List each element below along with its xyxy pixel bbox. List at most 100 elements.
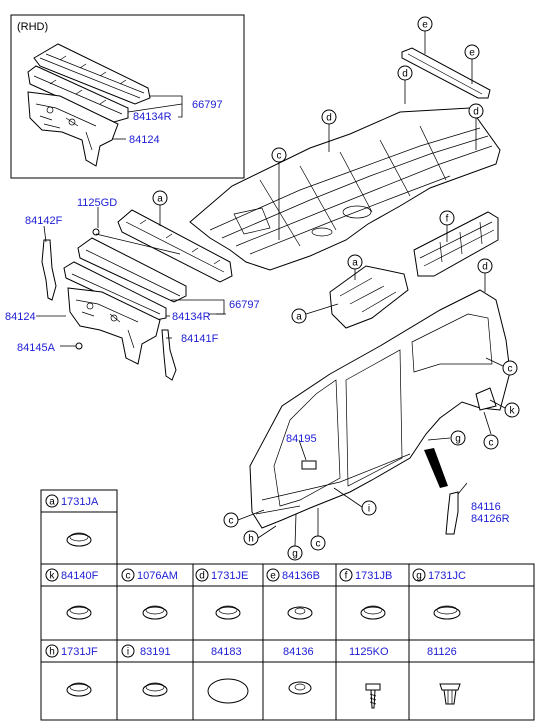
svg-text:i: i <box>368 504 370 515</box>
svg-text:1731JA: 1731JA <box>61 496 99 508</box>
svg-text:f: f <box>345 571 348 582</box>
svg-text:c: c <box>277 151 282 162</box>
callout-d-1: d <box>321 109 337 125</box>
plug-1731ja-icon <box>66 532 92 547</box>
svg-text:1076AM: 1076AM <box>137 570 178 582</box>
cowl-upper-panel <box>117 209 233 283</box>
svg-text:a: a <box>49 497 55 508</box>
legend-item-1731jf: h 1731JF <box>45 644 98 658</box>
svg-text:1731JE: 1731JE <box>211 570 248 582</box>
label-84145a: 84145A <box>17 342 56 354</box>
callout-c-2: c <box>502 360 518 376</box>
pillar-trim-84116 <box>445 491 459 535</box>
rhd-cowl-lower-panel <box>27 65 129 123</box>
svg-text:d: d <box>326 113 332 124</box>
dash-panel <box>67 287 161 365</box>
svg-text:i: i <box>127 647 129 658</box>
label-84195: 84195 <box>286 433 317 445</box>
svg-text:c: c <box>316 539 321 550</box>
label-84126r: 84126R <box>471 513 510 525</box>
callout-d-2: d <box>397 65 413 81</box>
rhd-dash-panel <box>27 91 119 167</box>
callout-c-4: c <box>223 512 239 528</box>
legend-item-1731je: d 1731JE <box>195 568 248 582</box>
svg-text:d: d <box>199 571 205 582</box>
svg-text:1731JF: 1731JF <box>61 646 98 658</box>
roof-rail-bracket <box>401 47 491 99</box>
rhd-label-66797: 66797 <box>192 99 223 111</box>
grommet-84136-icon <box>288 681 312 695</box>
label-66797: 66797 <box>229 299 260 311</box>
rhd-label-84124: 84124 <box>129 134 160 146</box>
legend-item-84136b: e 84136B <box>266 568 320 582</box>
pad-84183-icon <box>207 678 249 704</box>
pad-84195 <box>301 460 317 470</box>
label-84134r: 84134R <box>172 311 211 323</box>
svg-text:g: g <box>292 549 298 560</box>
svg-text:c: c <box>508 364 513 375</box>
fuel-door <box>475 387 497 411</box>
svg-text:d: d <box>473 107 479 118</box>
label-84141f: 84141F <box>181 333 219 345</box>
label-84124: 84124 <box>5 311 36 323</box>
svg-text:d: d <box>402 69 408 80</box>
svg-text:1731JB: 1731JB <box>355 570 392 582</box>
plug-1731je-icon <box>215 605 241 620</box>
svg-text:k: k <box>50 571 56 582</box>
side-bracket-left <box>41 239 57 301</box>
callout-h-1: h <box>243 530 259 546</box>
label-1125gd: 1125GD <box>77 197 117 209</box>
legend-item-1125ko: 1125KO <box>349 646 389 658</box>
svg-text:c: c <box>126 571 131 582</box>
floor-panel <box>189 107 501 271</box>
svg-text:e: e <box>422 20 428 31</box>
plug-1731jc-icon <box>433 605 461 620</box>
clip-81126-icon <box>439 683 461 705</box>
callout-f-1: f <box>439 210 455 226</box>
legend-item-1731ja: a 1731JA <box>45 494 99 508</box>
legend-item-81126: 81126 <box>427 646 457 658</box>
sill-bracket-f <box>413 211 499 277</box>
grommet-84145a <box>75 342 83 350</box>
callout-e-2: e <box>464 44 480 60</box>
rhd-inset: (RHD) 66797 84134R 84124 <box>10 14 245 179</box>
svg-text:k: k <box>510 406 516 417</box>
legend-item-84136: 84136 <box>283 646 314 658</box>
svg-text:a: a <box>157 194 163 205</box>
callout-d-4: d <box>477 258 493 274</box>
sill-bracket-a <box>329 265 409 329</box>
screw-1125ko-icon <box>365 683 381 709</box>
svg-text:h: h <box>248 534 254 545</box>
svg-text:1731JC: 1731JC <box>428 570 466 582</box>
callout-g-2: g <box>287 545 303 561</box>
svg-text:c: c <box>489 438 494 449</box>
grommet-84136b-icon <box>287 606 313 620</box>
svg-text:a: a <box>296 312 302 323</box>
legend-item-1731jc: g 1731JC <box>412 568 466 582</box>
svg-text:h: h <box>49 647 55 658</box>
leader-lines <box>36 31 506 547</box>
callout-a-2: a <box>347 254 363 270</box>
cowl-lower-panel <box>63 261 167 321</box>
plug-84140f-icon <box>66 605 92 620</box>
label-84116: 84116 <box>471 501 501 513</box>
plug-1731jf-icon <box>66 682 92 697</box>
rhd-title: (RHD) <box>17 21 48 33</box>
svg-text:e: e <box>270 571 276 582</box>
legend-item-84183: 84183 <box>211 646 242 658</box>
callout-d-3: d <box>468 103 484 119</box>
svg-text:e: e <box>469 48 475 59</box>
rhd-cowl-upper-panel <box>33 43 151 105</box>
legend-item-83191: i 83191 <box>121 644 171 658</box>
callout-c-3: c <box>483 434 499 450</box>
callout-c-5: c <box>310 535 326 551</box>
callout-a-1: a <box>152 190 168 206</box>
callout-c-1: c <box>271 147 287 163</box>
label-84142f: 84142F <box>25 215 63 227</box>
body-side-outer-panel <box>249 289 511 529</box>
svg-text:83191: 83191 <box>140 646 171 658</box>
callout-i-1: i <box>361 500 377 516</box>
svg-text:g: g <box>416 571 422 582</box>
callout-k-1: k <box>504 402 520 418</box>
